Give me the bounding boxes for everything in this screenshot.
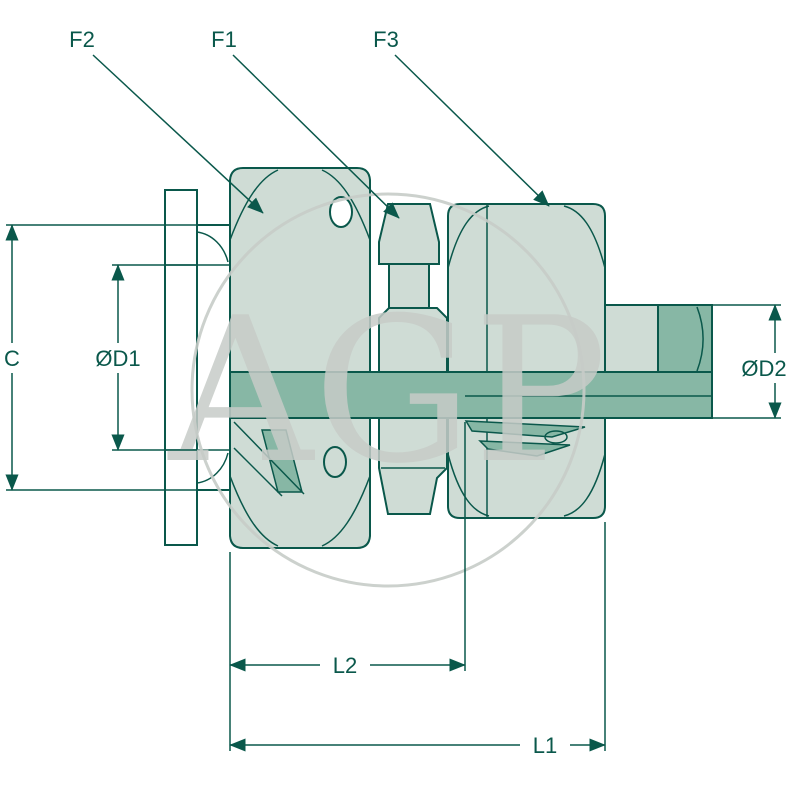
pipe-upper (604, 304, 659, 373)
middle-hex-top (378, 203, 440, 265)
label-l1: L1 (533, 733, 557, 758)
label-bg-d2 (735, 353, 793, 383)
right-nut-chamfer-lines (447, 205, 606, 517)
fitting-body (164, 167, 713, 549)
flange-chamfer-top-line (196, 231, 229, 263)
nut-face-hole-top (329, 196, 353, 228)
dimensions: F2 F1 F3 C ØD1 ØD2 L2 L1 (0, 27, 793, 760)
label-d1: ØD1 (95, 346, 140, 371)
middle-neck (388, 263, 430, 309)
pipe-end-upper (657, 304, 713, 373)
label-f1: F1 (211, 27, 237, 52)
chamfer-line (321, 169, 371, 241)
chamfer-line (229, 169, 279, 241)
bore-section (229, 371, 713, 419)
flange-chamfer-bottom-line (196, 452, 229, 484)
leader-line-f3 (394, 54, 550, 207)
section-diagonal-line (233, 447, 283, 497)
chamfer-line (447, 453, 490, 517)
flange-plate (164, 189, 198, 546)
large-nut-chamfer-lines (229, 169, 371, 547)
leader-line-f2 (92, 54, 264, 214)
watermark-text: AGP (167, 275, 608, 508)
thread-detail-oval (544, 430, 568, 444)
pipe-end-curve (696, 306, 704, 372)
chamfer-line (447, 205, 490, 269)
nut-face-hole-bottom (323, 446, 347, 478)
label-d2: ØD2 (741, 356, 786, 381)
leader-line-f1 (232, 54, 400, 219)
label-bg-c (0, 343, 26, 373)
thread-sliver (478, 440, 571, 457)
label-bg-l2 (320, 650, 370, 680)
section-diagonal-line (233, 421, 305, 495)
label-f2: F2 (69, 27, 95, 52)
watermark: AGP (167, 192, 608, 588)
label-c: C (4, 346, 20, 371)
flange-boss (196, 224, 231, 491)
label-bg-d1 (90, 343, 146, 373)
label-l2: L2 (333, 653, 357, 678)
chamfer-line (229, 475, 279, 547)
chamfer-line (563, 205, 606, 269)
watermark-circle (190, 192, 586, 588)
thread-sliver (464, 420, 586, 438)
label-f3: F3 (373, 27, 399, 52)
label-bg-l1 (520, 730, 570, 760)
chamfer-line (563, 453, 606, 517)
chamfer-line (321, 475, 371, 547)
